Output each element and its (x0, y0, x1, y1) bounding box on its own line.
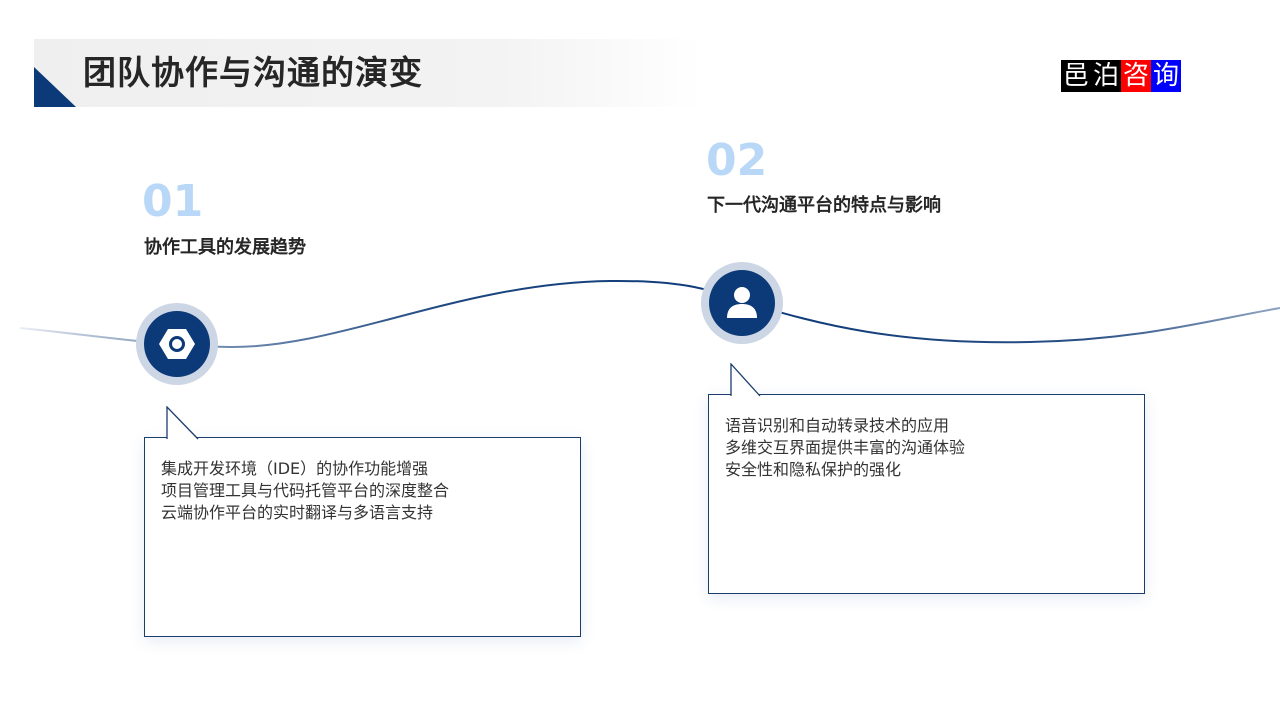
section-number-02: 02 (706, 135, 768, 186)
list-item: 安全性和隐私保护的强化 (725, 460, 902, 479)
logo-char-2: 泊 (1091, 60, 1122, 92)
feature-list-02: 语音识别和自动转录技术的应用 多维交互界面提供丰富的沟通体验 安全性和隐私保护的… (725, 415, 965, 481)
list-item: 多维交互界面提供丰富的沟通体验 (725, 438, 966, 457)
logo-char-3: 咨 (1121, 60, 1152, 92)
title-accent-triangle (34, 67, 76, 107)
title-bar-background (34, 39, 704, 107)
feature-list-01: 集成开发环境（IDE）的协作功能增强 项目管理工具与代码托管平台的深度整合 云端… (161, 458, 449, 524)
section-number-01: 01 (142, 176, 204, 227)
callout-box-02: 语音识别和自动转录技术的应用 多维交互界面提供丰富的沟通体验 安全性和隐私保护的… (708, 363, 1145, 594)
callout-box-01: 集成开发环境（IDE）的协作功能增强 项目管理工具与代码托管平台的深度整合 云端… (144, 406, 581, 637)
list-item: 集成开发环境（IDE）的协作功能增强 (161, 459, 429, 478)
hex-nut-icon (159, 329, 195, 359)
callout-tail (166, 406, 199, 440)
timeline-node-01 (136, 303, 218, 385)
callout-tail (730, 363, 761, 397)
company-logo: 邑 泊 咨 询 (1061, 60, 1182, 92)
list-item: 云端协作平台的实时翻译与多语言支持 (161, 503, 434, 522)
list-item: 项目管理工具与代码托管平台的深度整合 (161, 481, 450, 500)
logo-char-4: 询 (1151, 60, 1182, 92)
user-icon (727, 287, 757, 318)
timeline-node-02 (701, 262, 783, 344)
page-title: 团队协作与沟通的演变 (83, 53, 423, 92)
logo-char-1: 邑 (1061, 60, 1092, 92)
section-title-01: 协作工具的发展趋势 (144, 237, 306, 258)
section-title-02: 下一代沟通平台的特点与影响 (707, 195, 941, 216)
list-item: 语音识别和自动转录技术的应用 (725, 416, 950, 435)
